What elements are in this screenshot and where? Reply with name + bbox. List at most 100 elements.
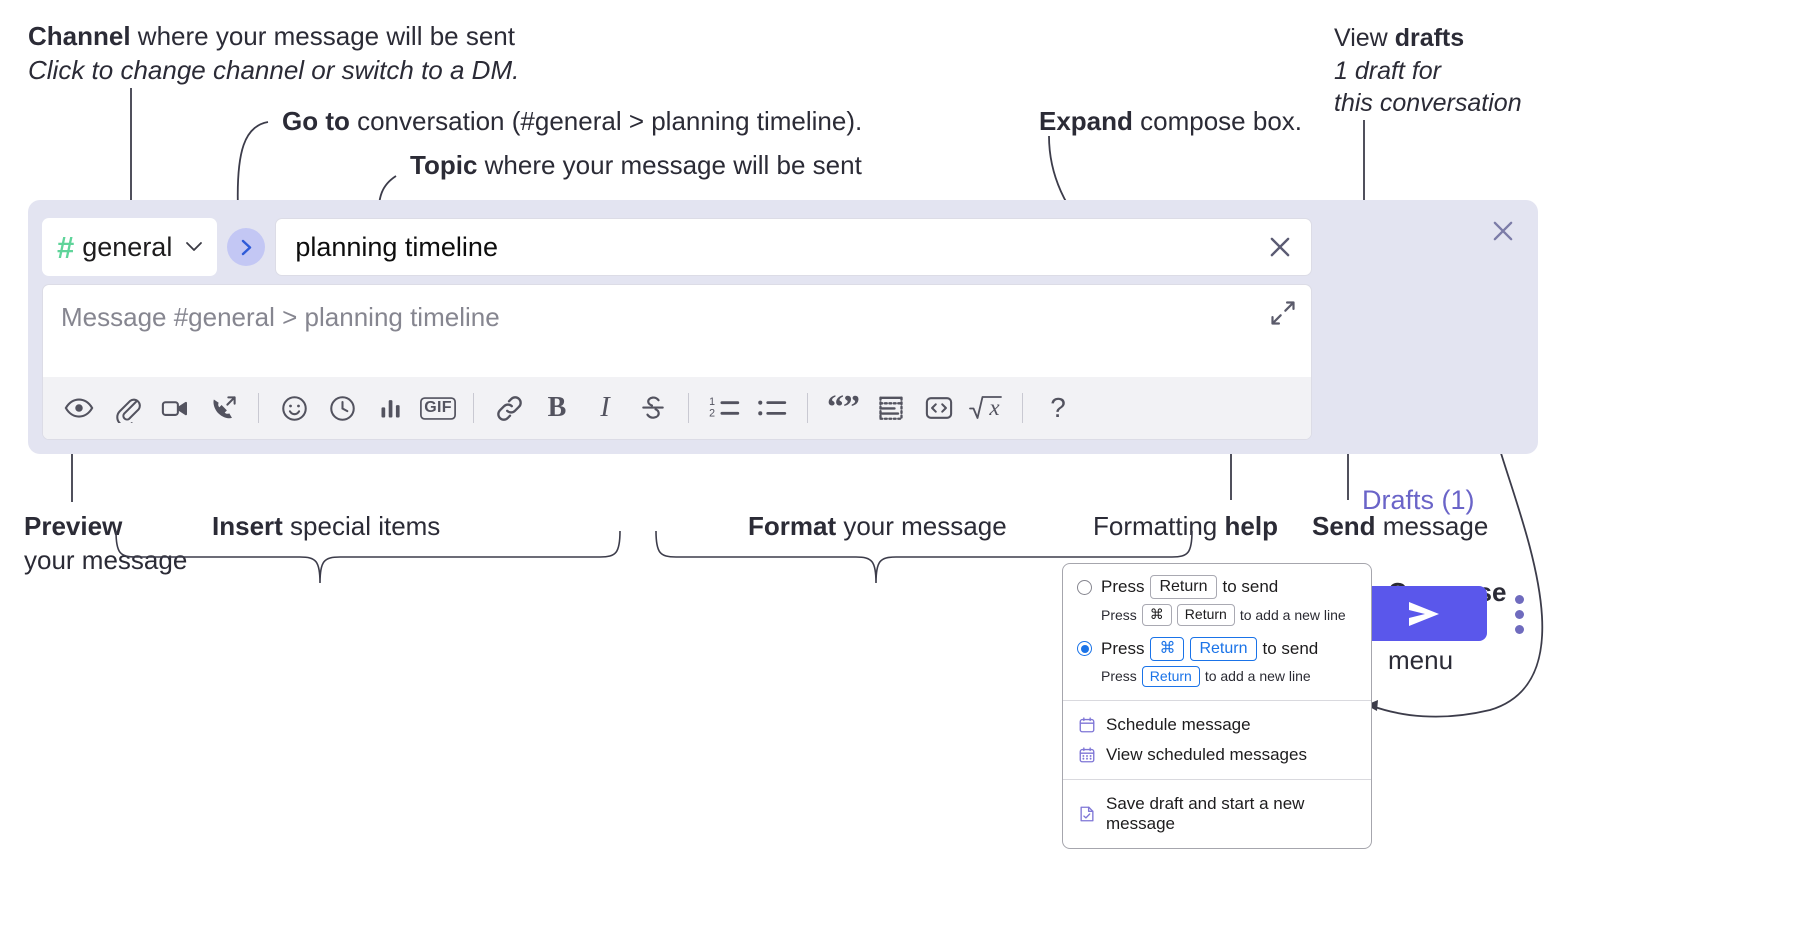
compose-panel: # general planning timeline Message #gen… xyxy=(28,200,1538,641)
go-to-conversation-button[interactable] xyxy=(227,228,266,266)
annotation-send-bold: Send xyxy=(1312,511,1376,541)
annotation-preview: Preview your message xyxy=(24,510,244,578)
gif-label: GIF xyxy=(424,399,452,416)
send-button[interactable] xyxy=(1360,586,1487,641)
close-icon[interactable] xyxy=(1486,214,1520,248)
formatting-help-icon[interactable]: ? xyxy=(1034,386,1082,430)
annotation-drafts-italic-1: 1 draft for xyxy=(1334,56,1441,85)
menu-item-label: Save draft and start a new message xyxy=(1106,794,1305,833)
annotation-expand-rest: compose box. xyxy=(1132,106,1303,136)
key-return: Return xyxy=(1150,575,1217,599)
toolbar-separator xyxy=(473,393,474,423)
menu-item-label: Schedule message xyxy=(1106,715,1251,734)
option-cmd-return-label: Press ⌘ Return to send xyxy=(1101,636,1318,661)
option-return-pre: Press xyxy=(1101,577,1145,596)
save-draft-icon xyxy=(1077,805,1096,824)
annotation-format-rest: your message xyxy=(836,511,1007,541)
italic-icon[interactable]: I xyxy=(581,386,629,430)
channel-selector[interactable]: # general xyxy=(42,218,218,276)
chevron-down-icon xyxy=(185,239,203,256)
kebab-dot xyxy=(1514,609,1524,619)
help-label: ? xyxy=(1050,392,1066,423)
annotation-drafts-bold: drafts xyxy=(1394,24,1465,52)
clear-topic-icon[interactable] xyxy=(1265,232,1295,262)
latex-icon[interactable]: x xyxy=(963,386,1011,430)
bold-icon[interactable]: B xyxy=(533,386,581,430)
annotation-drafts-italic-2: this conversation xyxy=(1334,89,1522,117)
inline-code-icon[interactable] xyxy=(915,386,963,430)
sub-cmd-post: to add a new line xyxy=(1204,668,1311,685)
draft-section: Save draft and start a new message xyxy=(1063,780,1371,848)
menu-item-schedule-message[interactable]: Schedule message xyxy=(1063,710,1371,740)
option-cmd-return-sub: Press Return to add a new line xyxy=(1063,663,1371,692)
sub-cmd-pre: Press xyxy=(1101,668,1137,685)
message-input-box[interactable]: Message #general > planning timeline xyxy=(42,284,1312,440)
annotation-format-bold: Format xyxy=(748,511,837,541)
sub-return-post: to add a new line xyxy=(1239,606,1346,623)
toolbar-separator xyxy=(688,393,689,423)
sub-return-pre: Press xyxy=(1101,606,1137,623)
menu-item-view-scheduled-messages[interactable]: View scheduled messages xyxy=(1063,740,1371,770)
schedule-clock-icon[interactable] xyxy=(318,386,366,430)
svg-text:2: 2 xyxy=(709,408,715,420)
code-block-icon[interactable] xyxy=(867,386,915,430)
annotation-goto-rest: conversation (#general > planning timeli… xyxy=(349,106,863,136)
kebab-dot xyxy=(1514,594,1524,604)
menu-item-save-draft[interactable]: Save draft and start a new message xyxy=(1063,789,1371,839)
toolbar-separator xyxy=(258,393,259,423)
preview-icon[interactable] xyxy=(55,386,103,430)
annotation-channel-rest: where your message will be sent xyxy=(130,21,515,51)
annotation-drafts: View drafts 1 draft for this conversatio… xyxy=(1334,22,1574,120)
topic-input[interactable]: planning timeline xyxy=(275,218,1312,276)
channel-name: general xyxy=(82,231,173,262)
key-return: Return xyxy=(1141,665,1200,687)
latex-x-glyph: x xyxy=(989,395,1000,420)
blockquote-icon[interactable]: “” xyxy=(819,386,867,430)
key-command: ⌘ xyxy=(1141,604,1172,626)
gif-icon[interactable]: GIF xyxy=(414,386,462,430)
option-return-label: Press Return to send xyxy=(1101,575,1278,599)
italic-label: I xyxy=(600,392,610,423)
bulleted-list-icon[interactable] xyxy=(748,386,796,430)
option-press-return-to-send[interactable]: Press Return to send xyxy=(1063,573,1371,601)
option-return-post: to send xyxy=(1222,577,1279,596)
link-icon[interactable] xyxy=(485,386,533,430)
radio-selected[interactable] xyxy=(1077,641,1092,656)
audio-clip-icon[interactable] xyxy=(199,386,247,430)
attachment-icon[interactable] xyxy=(103,386,151,430)
menu-divider xyxy=(1063,779,1371,780)
annotation-channel-bold: Channel xyxy=(28,21,131,51)
calendar-grid-icon xyxy=(1077,746,1096,765)
key-command: ⌘ xyxy=(1150,636,1185,661)
annotation-drafts-pre: View xyxy=(1334,24,1395,52)
video-clip-icon[interactable] xyxy=(151,386,199,430)
svg-text:1: 1 xyxy=(709,396,715,408)
expand-compose-icon[interactable] xyxy=(1269,299,1297,327)
radio-unselected[interactable] xyxy=(1077,579,1092,595)
annotation-expand-bold: Expand xyxy=(1039,106,1133,136)
annotation-topic: Topic where your message will be sent xyxy=(410,149,1050,183)
poll-icon[interactable] xyxy=(366,386,414,430)
annotation-expand: Expand compose box. xyxy=(1039,105,1302,139)
annotation-insert-rest: special items xyxy=(282,511,441,541)
option-press-cmd-return-to-send[interactable]: Press ⌘ Return to send xyxy=(1063,635,1371,663)
compose-options-menu: Press Return to send Press ⌘ Return to a… xyxy=(1062,563,1372,849)
drafts-link[interactable]: Drafts (1) xyxy=(1362,485,1475,515)
annotation-goto: Go to conversation (#general > planning … xyxy=(282,105,922,139)
annotation-preview-bold: Preview xyxy=(24,511,123,541)
annotation-fhelp-pre: Formatting xyxy=(1093,511,1225,541)
annotation-insert: Insert special items xyxy=(212,510,440,544)
menu-item-label: View scheduled messages xyxy=(1106,745,1307,764)
annotation-goto-bold: Go to xyxy=(282,106,350,136)
annotation-topic-rest: where your message will be sent xyxy=(477,150,862,180)
compose-options-button[interactable] xyxy=(1506,592,1532,636)
strikethrough-icon[interactable] xyxy=(629,386,677,430)
key-return: Return xyxy=(1190,636,1257,661)
annotation-preview-rest: your message xyxy=(24,544,188,575)
emoji-icon[interactable] xyxy=(270,386,318,430)
kebab-dot xyxy=(1514,624,1524,634)
menu-divider xyxy=(1063,700,1371,701)
